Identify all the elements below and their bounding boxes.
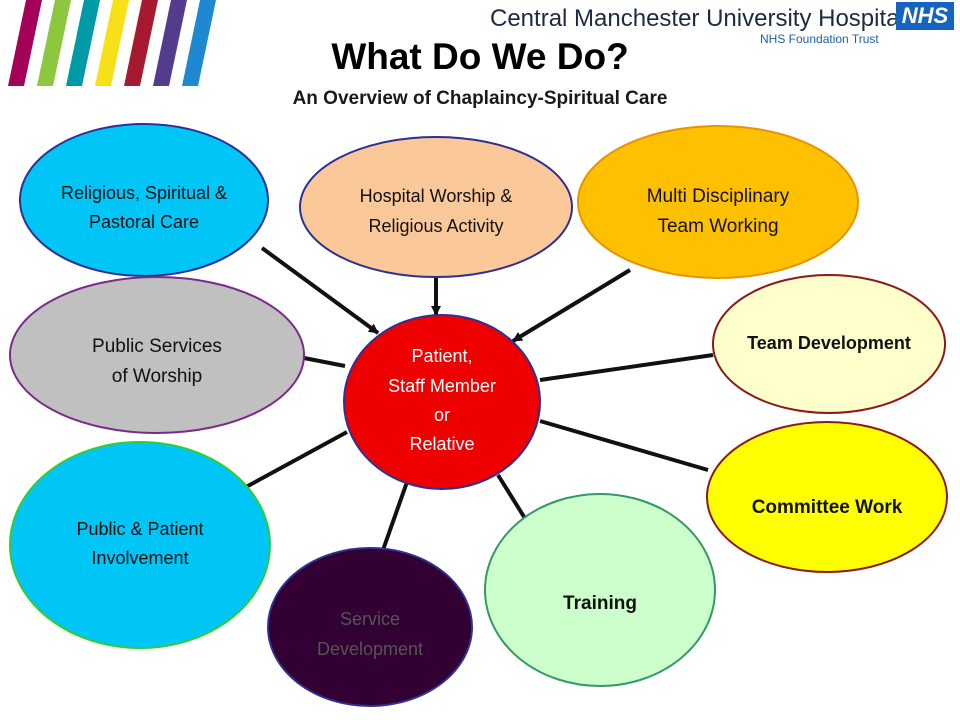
node-ellipse-team-development [712, 274, 946, 414]
connector-line-committee-work [539, 419, 709, 472]
connector-line-service-development [381, 481, 409, 551]
connector-arrow-multi-disciplinary-team-working [511, 268, 632, 343]
connector-line-public-patient-involvement [245, 430, 348, 489]
node-label-training: Training [563, 593, 637, 614]
node-training: Training [484, 493, 716, 687]
center-label: Staff Member [388, 376, 496, 396]
nhs-logo: NHS [896, 2, 954, 30]
node-ellipse-public-patient-involvement [9, 441, 271, 649]
node-ellipse-multi-disciplinary-team-working [577, 125, 859, 279]
page-title: What Do We Do? [331, 36, 629, 77]
node-label-team-development: Team Development [747, 333, 911, 353]
node-label-public-patient-involvement: Public & Patient [76, 519, 203, 539]
brand-stripe [95, 0, 129, 86]
node-public-services-of-worship: Public Services of Worship [9, 276, 305, 434]
node-label-hospital-worship: Hospital Worship & [360, 186, 513, 206]
node-religious-spiritual-pastoral-care: Religious, Spiritual & Pastoral Care [19, 123, 269, 277]
center-label: or [434, 405, 450, 425]
node-label-multi-disciplinary-team-working: Team Working [657, 216, 778, 237]
diagram-nodes: Religious, Spiritual & Pastoral Care Hospi… [9, 123, 948, 707]
brand-stripe [182, 0, 216, 86]
node-ellipse-committee-work [706, 421, 948, 573]
node-label-religious-spiritual-pastoral-care: Religious, Spiritual & [61, 183, 227, 203]
node-ellipse-religious-spiritual-pastoral-care [19, 123, 269, 277]
brand-stripe [37, 0, 71, 86]
node-committee-work: Committee Work [706, 421, 948, 573]
node-ellipse-hospital-worship [299, 136, 573, 278]
node-label-public-services-of-worship: Public Services [92, 336, 222, 357]
node-ellipse-training [484, 493, 716, 687]
brand-stripes [8, 0, 216, 86]
node-hospital-worship: Hospital Worship & Religious Activity [299, 136, 573, 278]
brand-stripe [153, 0, 187, 86]
brand-stripe [66, 0, 100, 86]
node-label-multi-disciplinary-team-working: Multi Disciplinary [647, 186, 790, 207]
brand-stripe [124, 0, 158, 86]
org-name: Central Manchester University Hospitals [490, 5, 917, 32]
center-label: Relative [409, 434, 474, 454]
brand-stripe [8, 0, 42, 86]
center-ellipse [343, 314, 541, 490]
node-ellipse-service-development [267, 547, 473, 707]
connector-line-team-development [539, 353, 714, 382]
connector-arrow-religious-spiritual-pastoral-care [260, 246, 380, 335]
node-label-service-development: Development [317, 639, 423, 659]
node-label-public-patient-involvement: Involvement [91, 548, 188, 568]
connector-line-public-services-of-worship [303, 356, 346, 368]
node-label-religious-spiritual-pastoral-care: Pastoral Care [89, 212, 199, 232]
center-label: Patient, [411, 346, 472, 366]
node-label-public-services-of-worship: of Worship [112, 366, 202, 387]
node-label-committee-work: Committee Work [752, 497, 903, 518]
connector-lines [245, 246, 714, 551]
node-team-development: Team Development [712, 274, 946, 414]
node-label-service-development: Service [340, 609, 400, 629]
node-ellipse-public-services-of-worship [9, 276, 305, 434]
page-subtitle: An Overview of Chaplaincy-Spiritual Care [292, 88, 668, 109]
org-subtitle: NHS Foundation Trust [760, 32, 879, 46]
connector-line-training [496, 473, 528, 522]
node-label-hospital-worship: Religious Activity [368, 216, 503, 236]
